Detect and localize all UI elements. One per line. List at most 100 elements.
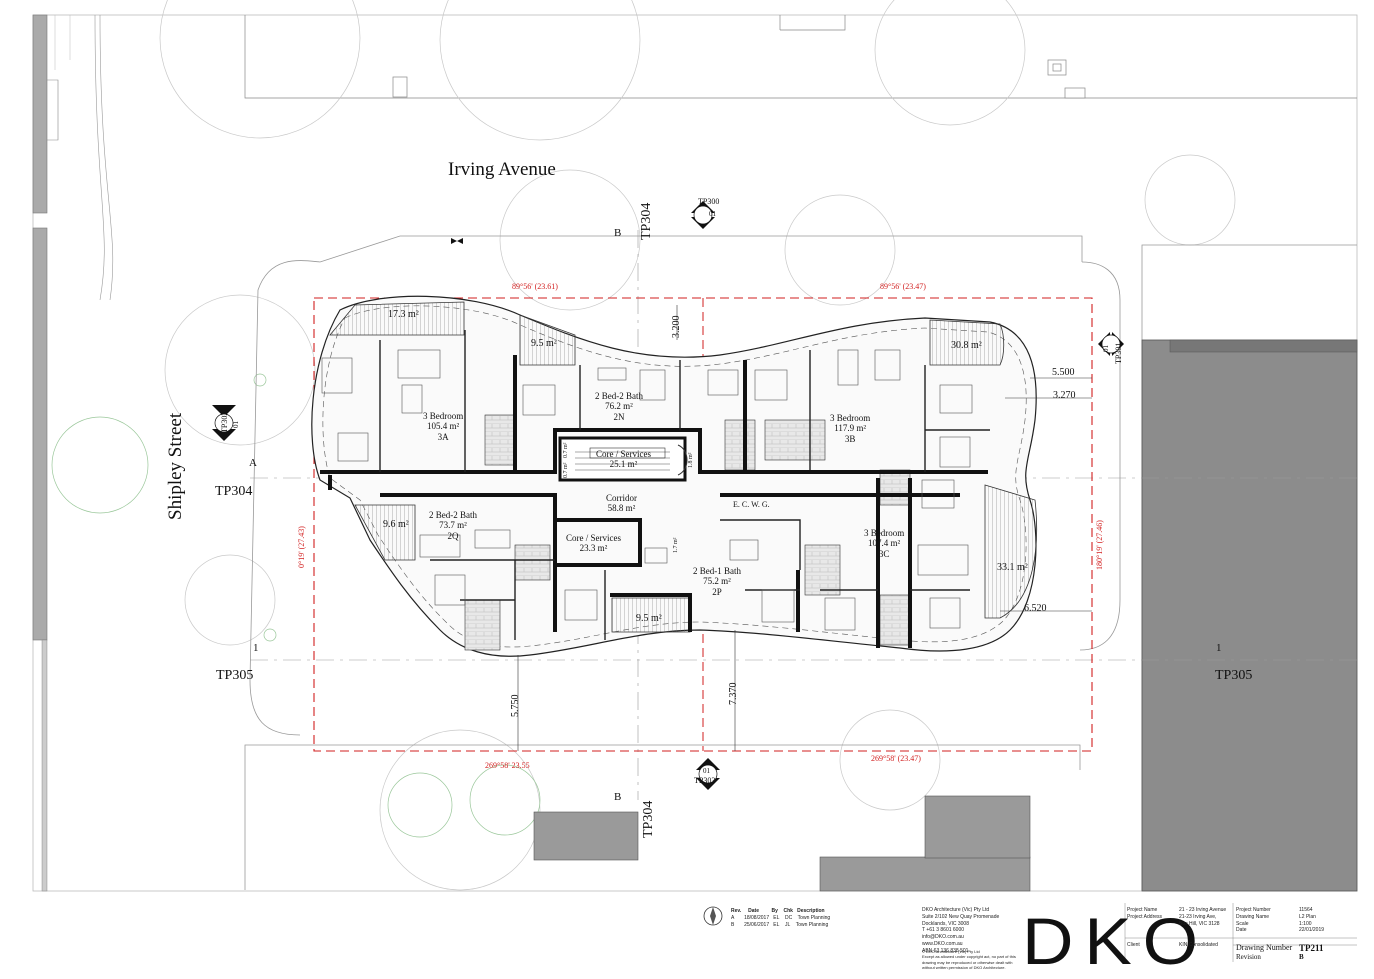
boundary-bearing-bottom-right: 269°58' (23.47) [871, 754, 921, 763]
date-label: Date [1236, 927, 1247, 934]
copyright-line: © DKO Architecture (Vic) Pty Ltd [922, 949, 980, 954]
rev-a-by: EL [773, 914, 780, 921]
neighbour-building-south-2 [819, 856, 1031, 892]
apartment-2p-area: 75.2 m² [703, 576, 731, 587]
project-number-label: Project Number [1236, 907, 1271, 913]
dko-logo: DKO [1022, 904, 1209, 978]
rev-b: B [731, 921, 735, 928]
revision-label: Revision [1236, 953, 1261, 961]
trees-green [51, 373, 541, 838]
marker-tp302-num: 01 [232, 421, 240, 428]
apartment-2n-type: 2 Bed-2 Bath [595, 391, 643, 401]
firm-line: Suite 2/102 New Quay Promenade [922, 913, 1000, 920]
apartment-2n-code: 2N [613, 411, 625, 422]
small-area-3: 1.8 m² [688, 452, 694, 468]
grid-label-a: A [249, 457, 257, 469]
apartment-2n: 2 Bed-2 Bath 76.2 m² 2N [595, 391, 643, 422]
scale-label: Scale [1236, 920, 1249, 927]
apartment-3c-type: 3 Bedroom [864, 528, 905, 538]
dimension-7370: 7.370 [728, 682, 739, 706]
marker-tp301-num: 01 [1102, 345, 1110, 352]
revision-row: B 25/06/2017 EL JL Town Planning [731, 922, 830, 929]
apartment-2p-type: 2 Bed-1 Bath [693, 566, 741, 576]
apartment-3a-area: 105.4 m² [427, 421, 460, 432]
apartment-3b-code: 3B [844, 433, 856, 444]
rev-a-desc: Town Planning [797, 914, 831, 921]
firm-line: T +61 3 8601 6000 [922, 927, 965, 934]
apartment-3b: 3 Bedroom 117.9 m² 3B [830, 413, 870, 444]
apartment-2p: 2 Bed-1 Bath 75.2 m² 2P [693, 566, 741, 597]
rev-header-by: By [771, 908, 778, 914]
balcony-area-6: 9.5 m² [636, 613, 662, 624]
dimension-lines [517, 305, 1092, 751]
grid-label-b-bottom: B [614, 791, 622, 803]
core-services-north: Core / Services 25.1 m² [596, 449, 651, 470]
neighbour-building-east [1141, 339, 1358, 892]
section-label-tp305-right: TP305 [1215, 668, 1253, 683]
apartment-3b-type: 3 Bedroom [830, 413, 871, 423]
copyright-line: Except as allowed under copyright act, n… [922, 954, 1016, 960]
drawing-meta-values: 11564 L2 Plan 1:100 22/01/2019 [1299, 907, 1324, 934]
drawing-number: TP211 [1299, 943, 1324, 953]
core-services-south: Core / Services 23.3 m² [566, 533, 621, 554]
site-footpath [244, 235, 1357, 891]
apartment-2p-code: 2P [712, 586, 722, 597]
small-area-2: 0.7 m² [563, 442, 569, 458]
balcony-area-5: 33.1 m² [997, 562, 1028, 573]
rev-header-date: Date [748, 908, 759, 914]
corridor: Corridor 58.8 m² [606, 493, 637, 514]
left-boundary-strips [32, 14, 114, 892]
revision-table: Rev. Date By Chk Description A 18/08/201… [731, 908, 830, 928]
apartment-2q-code: 2Q [447, 530, 459, 541]
marker-tp300: TP300 [698, 197, 720, 206]
project-address-line: 21-23 Irving Ave, [1179, 913, 1217, 920]
marker-tp303-num: 01 [703, 767, 710, 775]
firm-line: info@DKO.com.au [922, 934, 964, 940]
marker-tp300-num: 01 [709, 210, 716, 218]
balcony-area-1: 17.3 m² [388, 309, 419, 320]
marker-tp301: TP301 [1114, 342, 1123, 364]
apartment-3a-type: 3 Bedroom [423, 411, 464, 421]
apartment-3a: 3 Bedroom 105.4 m² 3A [423, 411, 463, 442]
section-label-tp304-bottom: TP304 [641, 800, 656, 838]
drawing-number-label: Drawing Number [1236, 943, 1293, 952]
apartment-2q: 2 Bed-2 Bath 73.7 m² 2Q [429, 510, 477, 541]
client-label: Client [1127, 942, 1140, 948]
project-number: 11564 [1299, 907, 1313, 913]
apartment-2n-area: 76.2 m² [605, 401, 633, 412]
corridor-area: 58.8 m² [607, 503, 636, 514]
copyright-line: without written permission of DKO Archit… [922, 965, 1006, 971]
apartment-3a-code: 3A [437, 431, 449, 442]
street-label-irving-avenue: Irving Avenue [448, 159, 556, 180]
title-block-lines [1124, 903, 1357, 962]
date-value: 22/01/2019 [1299, 927, 1325, 934]
small-area-1: 0.7 m² [563, 462, 569, 478]
revision-value: B [1299, 953, 1304, 961]
rev-header-chk: Chk [783, 908, 793, 914]
rev-header-rev: Rev. [731, 908, 742, 914]
apartment-3c-code: 3C [878, 548, 890, 559]
dimension-3200: 3.200 [671, 315, 682, 339]
rev-a-date: 18/08/2017 [744, 914, 770, 921]
street-label-shipley-street: Shipley Street [165, 412, 186, 520]
firm-line: DKO Architecture (Vic) Pty Ltd [922, 907, 990, 913]
grid-label-1-right: 1 [1216, 642, 1222, 654]
revision-header: Rev. Date By Chk Description [731, 908, 830, 915]
revision-row: A 18/08/2017 EL DC Town Planning [731, 915, 830, 922]
irving-avenue-north-side [244, 15, 1357, 99]
section-label-tp304-top: TP304 [639, 202, 654, 240]
firm-line: Docklands, VIC 3008 [922, 920, 969, 927]
neighbour-building-south-1 [533, 811, 639, 861]
partition-walls [379, 330, 990, 640]
corridor-name: Corridor [606, 493, 637, 503]
boundary-bearing-left: 0°19' (27.43) [297, 526, 306, 568]
balcony-area-4: 9.6 m² [383, 519, 409, 530]
dimension-5750: 5.750 [510, 694, 521, 718]
section-label-tp304-left: TP304 [215, 484, 253, 499]
copyright-note: © DKO Architecture (Vic) Pty Ltd Except … [922, 949, 1016, 971]
project-address-label: Project Address [1127, 913, 1163, 920]
firm-line: ABN 63 136 838 501 [922, 947, 969, 954]
rev-a: A [731, 914, 735, 921]
core-south-area: 23.3 m² [579, 543, 608, 554]
